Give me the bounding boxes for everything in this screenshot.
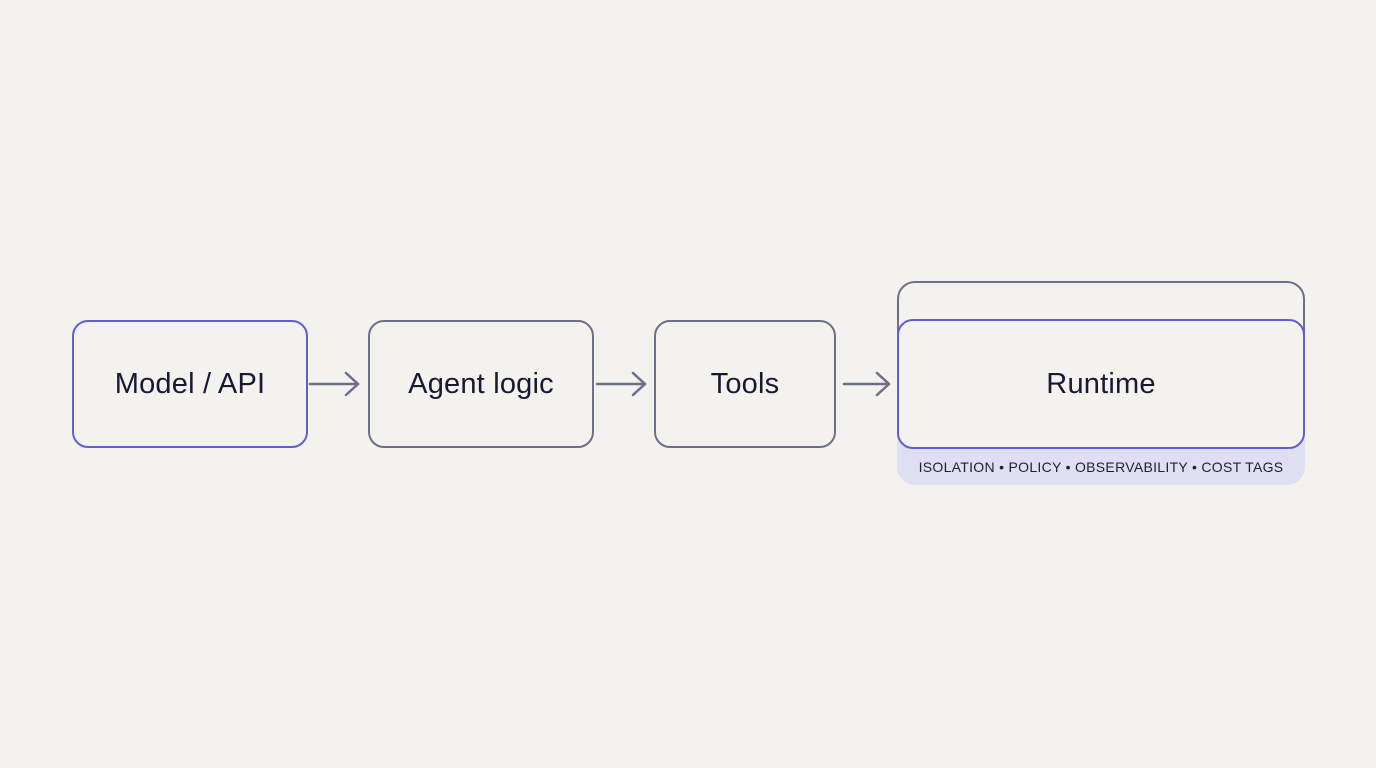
agent-logic-node: Agent logic <box>368 320 594 448</box>
runtime-label: Runtime <box>1046 367 1156 400</box>
arrow-agent-to-tools <box>595 371 647 397</box>
agent-logic-label: Agent logic <box>408 367 554 400</box>
runtime-group: ISOLATION • POLICY • OBSERVABILITY • COS… <box>897 281 1305 487</box>
arrow-tools-to-runtime <box>842 371 891 397</box>
tools-node: Tools <box>654 320 836 448</box>
runtime-capabilities-text: ISOLATION • POLICY • OBSERVABILITY • COS… <box>918 459 1284 475</box>
tools-label: Tools <box>710 367 780 400</box>
model-api-node: Model / API <box>72 320 308 448</box>
arrow-model-to-agent <box>308 371 360 397</box>
model-api-label: Model / API <box>114 367 266 400</box>
runtime-node: Runtime <box>897 319 1305 449</box>
